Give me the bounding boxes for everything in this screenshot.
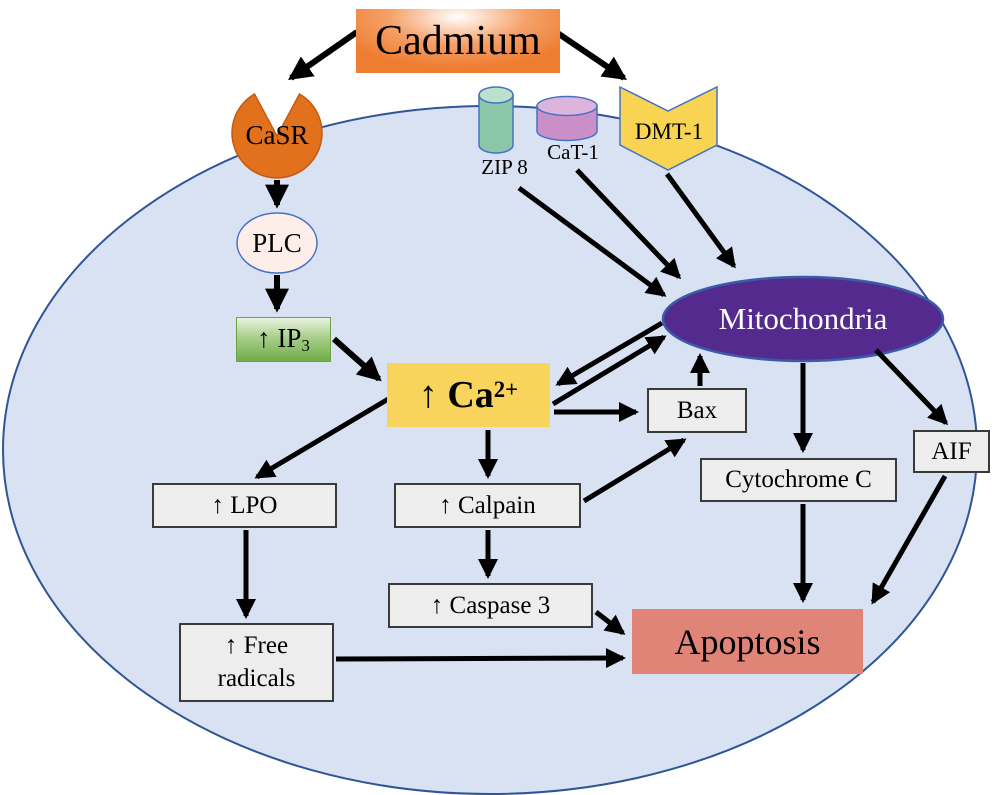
node-cadmium: Cadmium: [356, 9, 560, 73]
arrow-cat1-to-mitochondria: [575, 168, 682, 280]
node-free-radicals: ↑ Free radicals: [179, 623, 334, 702]
apoptosis-label: Apoptosis: [674, 621, 821, 662]
arrow-mitochondria-to-calcium: [555, 320, 664, 387]
dmt1-label: DMT-1: [634, 119, 704, 144]
arrow-dmt1-to-mitochondria: [664, 172, 737, 269]
arrow-caspase3-to-apoptosis: [594, 610, 626, 635]
node-lpo: ↑ LPO: [152, 483, 337, 528]
cat1-label: CaT-1: [547, 139, 599, 164]
mitochondria-label: Mitochondria: [718, 301, 888, 336]
ip3-label: ↑ IP3: [257, 322, 310, 356]
node-calpain: ↑ Calpain: [394, 483, 581, 528]
node-ip3: ↑ IP3: [236, 317, 331, 362]
node-bax: Bax: [647, 388, 747, 433]
arrow-zip8-to-mitochondria: [517, 185, 667, 298]
node-caspase3: ↑ Caspase 3: [388, 583, 593, 628]
ip3-subscript: 3: [301, 336, 310, 356]
arrow-calpain-to-bax: [582, 437, 687, 504]
free-radicals-line1: ↑ Free: [224, 632, 289, 659]
node-calcium: ↑ Ca2+: [387, 363, 550, 427]
casr-receptor-shape: [231, 92, 323, 179]
arrow-free-radicals-to-apoptosis: [335, 648, 626, 669]
arrow-mitochondria-to-aif: [874, 348, 949, 426]
arrow-cadmium-to-casr: [288, 29, 359, 81]
node-aif: AIF: [913, 430, 990, 473]
zip8-channel-top: [478, 86, 514, 104]
zip8-channel-shape: [478, 94, 514, 154]
plc-ellipse: [236, 212, 318, 274]
arrow-aif-to-apoptosis: [870, 474, 948, 605]
cadmium-label: Cadmium: [375, 18, 541, 64]
mitochondria-ellipse: [661, 275, 945, 363]
calcium-label: ↑ Ca2+: [418, 374, 519, 416]
dmt1-transporter-shape: [619, 85, 718, 171]
calcium-superscript: 2+: [493, 376, 519, 402]
arrow-calcium-to-mitochondria: [551, 334, 667, 407]
node-cytochrome-c: Cytochrome C: [700, 458, 897, 502]
casr-label: CaSR: [245, 119, 309, 150]
zip8-label: ZIP 8: [481, 154, 528, 179]
cat1-channel-top: [536, 95, 598, 117]
arrow-calcium-to-lpo: [254, 395, 392, 480]
plc-label: PLC: [252, 227, 302, 258]
arrow-cadmium-to-dmt1: [554, 29, 627, 81]
arrow-ip3-to-calcium: [332, 336, 382, 382]
node-apoptosis: Apoptosis: [632, 609, 863, 674]
free-radicals-line2: radicals: [217, 664, 296, 692]
